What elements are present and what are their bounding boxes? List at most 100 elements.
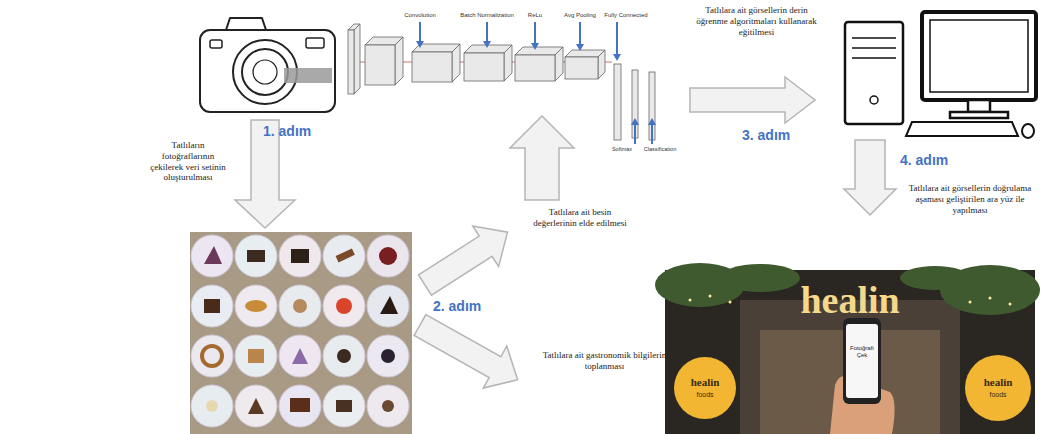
dessert-photo-grid [336, 400, 352, 412]
storefront-photo [674, 357, 736, 419]
dessert-photo-grid [247, 250, 265, 262]
dessert-photo-grid [367, 285, 409, 327]
sign-text: healin [800, 278, 899, 324]
block-arrows [844, 140, 896, 215]
camera-drawing [200, 18, 335, 112]
sign-text: foods [696, 391, 713, 399]
layer-name: Classification [644, 146, 676, 153]
layer-name: Convolution [404, 12, 436, 19]
storefront-photo [846, 324, 878, 398]
storefront-photo [969, 301, 972, 304]
cnn-architecture [555, 47, 563, 81]
block-arrows [844, 140, 896, 215]
computer-drawing [950, 112, 1008, 118]
dessert-photo-grid [202, 246, 398, 414]
dessert-photo-grid [336, 298, 352, 314]
step-caption: Tatlılara ait görsellerin doğrulama aşam… [900, 183, 1040, 215]
dessert-photo-grid [291, 249, 309, 263]
cnn-architecture [579, 22, 581, 45]
cnn-architecture [531, 43, 539, 50]
computer-drawing [1022, 124, 1034, 138]
cnn-architecture [412, 52, 452, 82]
dessert-photo-grid [204, 299, 220, 313]
cnn-architecture [348, 22, 656, 144]
dessert-photo-grid [235, 235, 277, 277]
computer-drawing [845, 12, 1036, 138]
dessert-photo-grid [279, 385, 321, 427]
dessert-photo-grid [381, 349, 395, 363]
step-caption: Tatlılara ait görsellerin derin öğrenme … [690, 5, 823, 37]
cnn-architecture [416, 41, 424, 48]
dessert-photo-grid [367, 335, 409, 377]
dessert-photo-grid [323, 235, 365, 277]
cnn-architecture [483, 41, 491, 48]
dessert-photo-grid [337, 349, 351, 363]
block-arrows [412, 212, 520, 305]
cnn-architecture [598, 50, 605, 79]
storefront-photo [655, 263, 1040, 434]
cnn-architecture [354, 24, 360, 94]
dessert-photo-grid [293, 299, 307, 313]
dessert-photo-grid [248, 349, 264, 363]
block-arrows [510, 116, 574, 200]
cnn-architecture [576, 44, 584, 51]
block-arrows [510, 116, 574, 200]
layer-name: Fully Connected [604, 12, 647, 19]
storefront-photo [965, 355, 1031, 421]
dessert-photo-grid [190, 232, 412, 434]
step-caption: Tatlılara ait gastronomik bilgilerin top… [522, 350, 687, 372]
step-number: 4. adım [900, 152, 948, 169]
cnn-architecture [348, 30, 354, 94]
dessert-photo-grid [323, 385, 365, 427]
cnn-architecture [616, 22, 618, 55]
dessert-photo-grid [323, 335, 365, 377]
camera-drawing [200, 30, 335, 112]
camera-drawing [226, 18, 266, 30]
storefront-photo [729, 301, 732, 304]
layer-name: ReLu [528, 12, 542, 19]
dessert-photo-grid [367, 235, 409, 277]
dessert-photo-grid [382, 400, 394, 412]
sign-text: foods [989, 391, 1006, 399]
block-arrows [412, 212, 520, 305]
storefront-photo [689, 299, 692, 302]
dessert-photo-grid [279, 235, 321, 277]
dessert-photo-grid [235, 285, 277, 327]
step-caption: Tatlılara ait besin değerlerinin elde ed… [528, 207, 632, 229]
dessert-photo-grid [191, 385, 233, 427]
block-arrows [408, 304, 529, 401]
dessert-photo-grid [279, 285, 321, 327]
camera-drawing [306, 38, 324, 48]
cnn-architecture [651, 124, 653, 144]
cnn-architecture [365, 45, 395, 85]
dessert-photo-grid [206, 400, 218, 412]
cnn-architecture [515, 55, 555, 81]
cnn-architecture [613, 54, 621, 61]
storefront-photo [843, 318, 881, 404]
computer-drawing [906, 122, 1018, 136]
cnn-architecture [504, 45, 512, 81]
dessert-photo-grid [191, 285, 233, 327]
storefront-photo [900, 266, 970, 290]
camera-drawing [242, 49, 288, 95]
dessert-photo-grid [191, 235, 409, 427]
step-caption: Tatlıların fotoğraflarının çekilerek ver… [146, 140, 230, 183]
cnn-architecture [634, 124, 636, 144]
layer-name: Batch Normalization [460, 12, 514, 19]
block-arrows [690, 77, 815, 123]
step-number: 1. adım [263, 123, 311, 140]
step-number: 2. adım [433, 298, 481, 315]
dessert-photo-grid [290, 398, 310, 412]
computer-drawing [852, 57, 896, 59]
computer-drawing [968, 100, 990, 112]
dessert-photo-grid [235, 385, 277, 427]
block-arrows [408, 304, 529, 401]
step-number: 3. adım [742, 127, 790, 144]
computer-drawing [852, 37, 896, 39]
dessert-photo-grid [380, 296, 398, 314]
dessert-photo-grid [367, 385, 409, 427]
cnn-architecture [534, 22, 536, 44]
cnn-architecture [565, 57, 598, 79]
